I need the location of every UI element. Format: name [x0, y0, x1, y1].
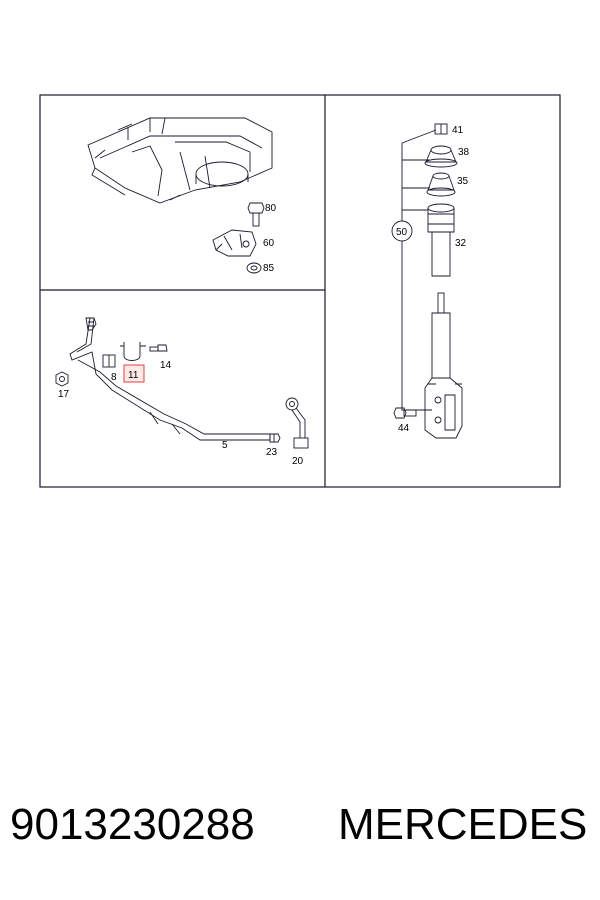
bolt-14-drawing	[149, 344, 168, 352]
nut-17-drawing	[55, 371, 69, 387]
subframe-drawing	[87, 117, 273, 204]
bracket-60-drawing	[212, 229, 257, 257]
bearing-35-drawing	[426, 172, 456, 197]
callout-11-highlight-box	[123, 364, 145, 383]
bolt-80-drawing	[247, 202, 265, 227]
callout-17: 17	[58, 389, 70, 400]
stabilizer-bar-drawing	[69, 317, 271, 441]
callout-50: 50	[396, 227, 408, 238]
callout-38: 38	[458, 147, 470, 158]
callout-60: 60	[263, 238, 275, 249]
callout-85: 85	[263, 263, 275, 274]
bolt-44-drawing	[393, 407, 417, 419]
caption: 9013230288 MERCEDES	[0, 800, 600, 860]
link-20-drawing	[285, 397, 309, 449]
nut-23-drawing	[269, 433, 281, 443]
part-number: 9013230288	[10, 800, 255, 849]
mount-38-drawing	[424, 145, 458, 168]
clamp-11-drawing	[120, 342, 146, 361]
callout-23: 23	[266, 447, 278, 458]
dust-boot-32-drawing	[427, 203, 455, 277]
shock-absorber-drawing	[424, 292, 463, 439]
callout-8: 8	[111, 372, 117, 383]
callout-11: 11	[128, 370, 139, 381]
callout-32: 32	[455, 238, 467, 249]
callout-5: 5	[222, 440, 228, 451]
nut-85-drawing	[246, 262, 262, 274]
callout-41: 41	[452, 125, 464, 136]
callout-35: 35	[457, 176, 469, 187]
callout-14: 14	[160, 360, 172, 371]
callout-44: 44	[398, 423, 410, 434]
callout-80: 80	[265, 203, 277, 214]
nut-41-drawing	[434, 123, 448, 135]
callout-leader-bracket	[391, 129, 437, 411]
bushing-8-drawing	[102, 354, 116, 368]
brand-name: MERCEDES	[338, 800, 588, 849]
callout-20: 20	[292, 456, 304, 467]
diagram-frame	[39, 94, 561, 488]
